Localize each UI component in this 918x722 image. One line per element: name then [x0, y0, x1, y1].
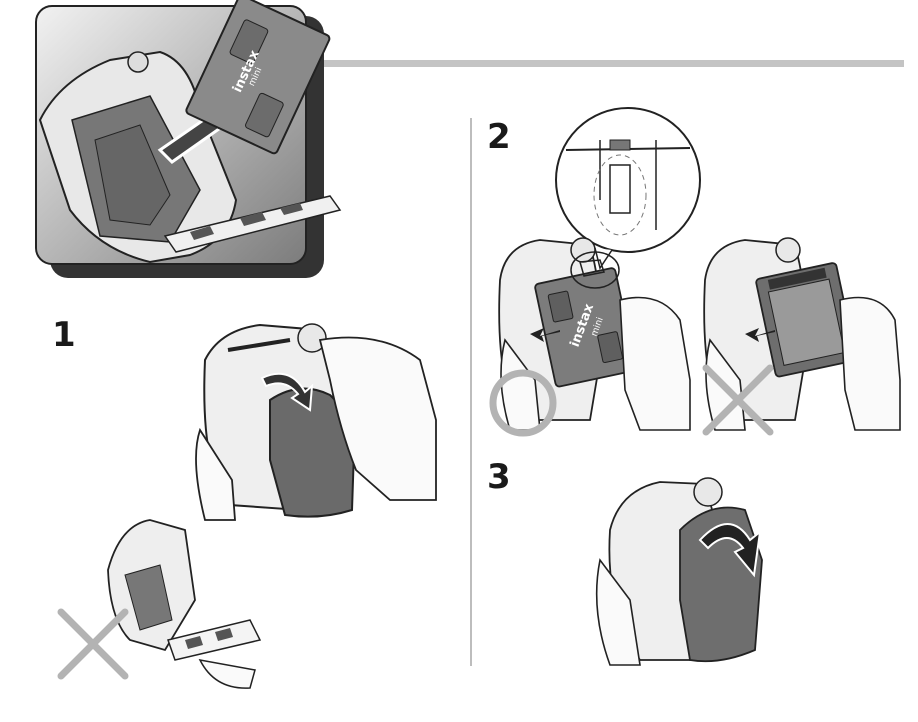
column-divider	[470, 118, 472, 666]
step-2-cross-ng-icon	[702, 364, 774, 436]
step-2-number: 2	[487, 117, 511, 157]
circle-ok-icon	[489, 369, 557, 437]
step-3-number: 3	[487, 457, 511, 497]
cross-ng-icon	[57, 608, 129, 680]
step-1-number: 1	[52, 315, 76, 355]
header-rule	[300, 60, 904, 67]
